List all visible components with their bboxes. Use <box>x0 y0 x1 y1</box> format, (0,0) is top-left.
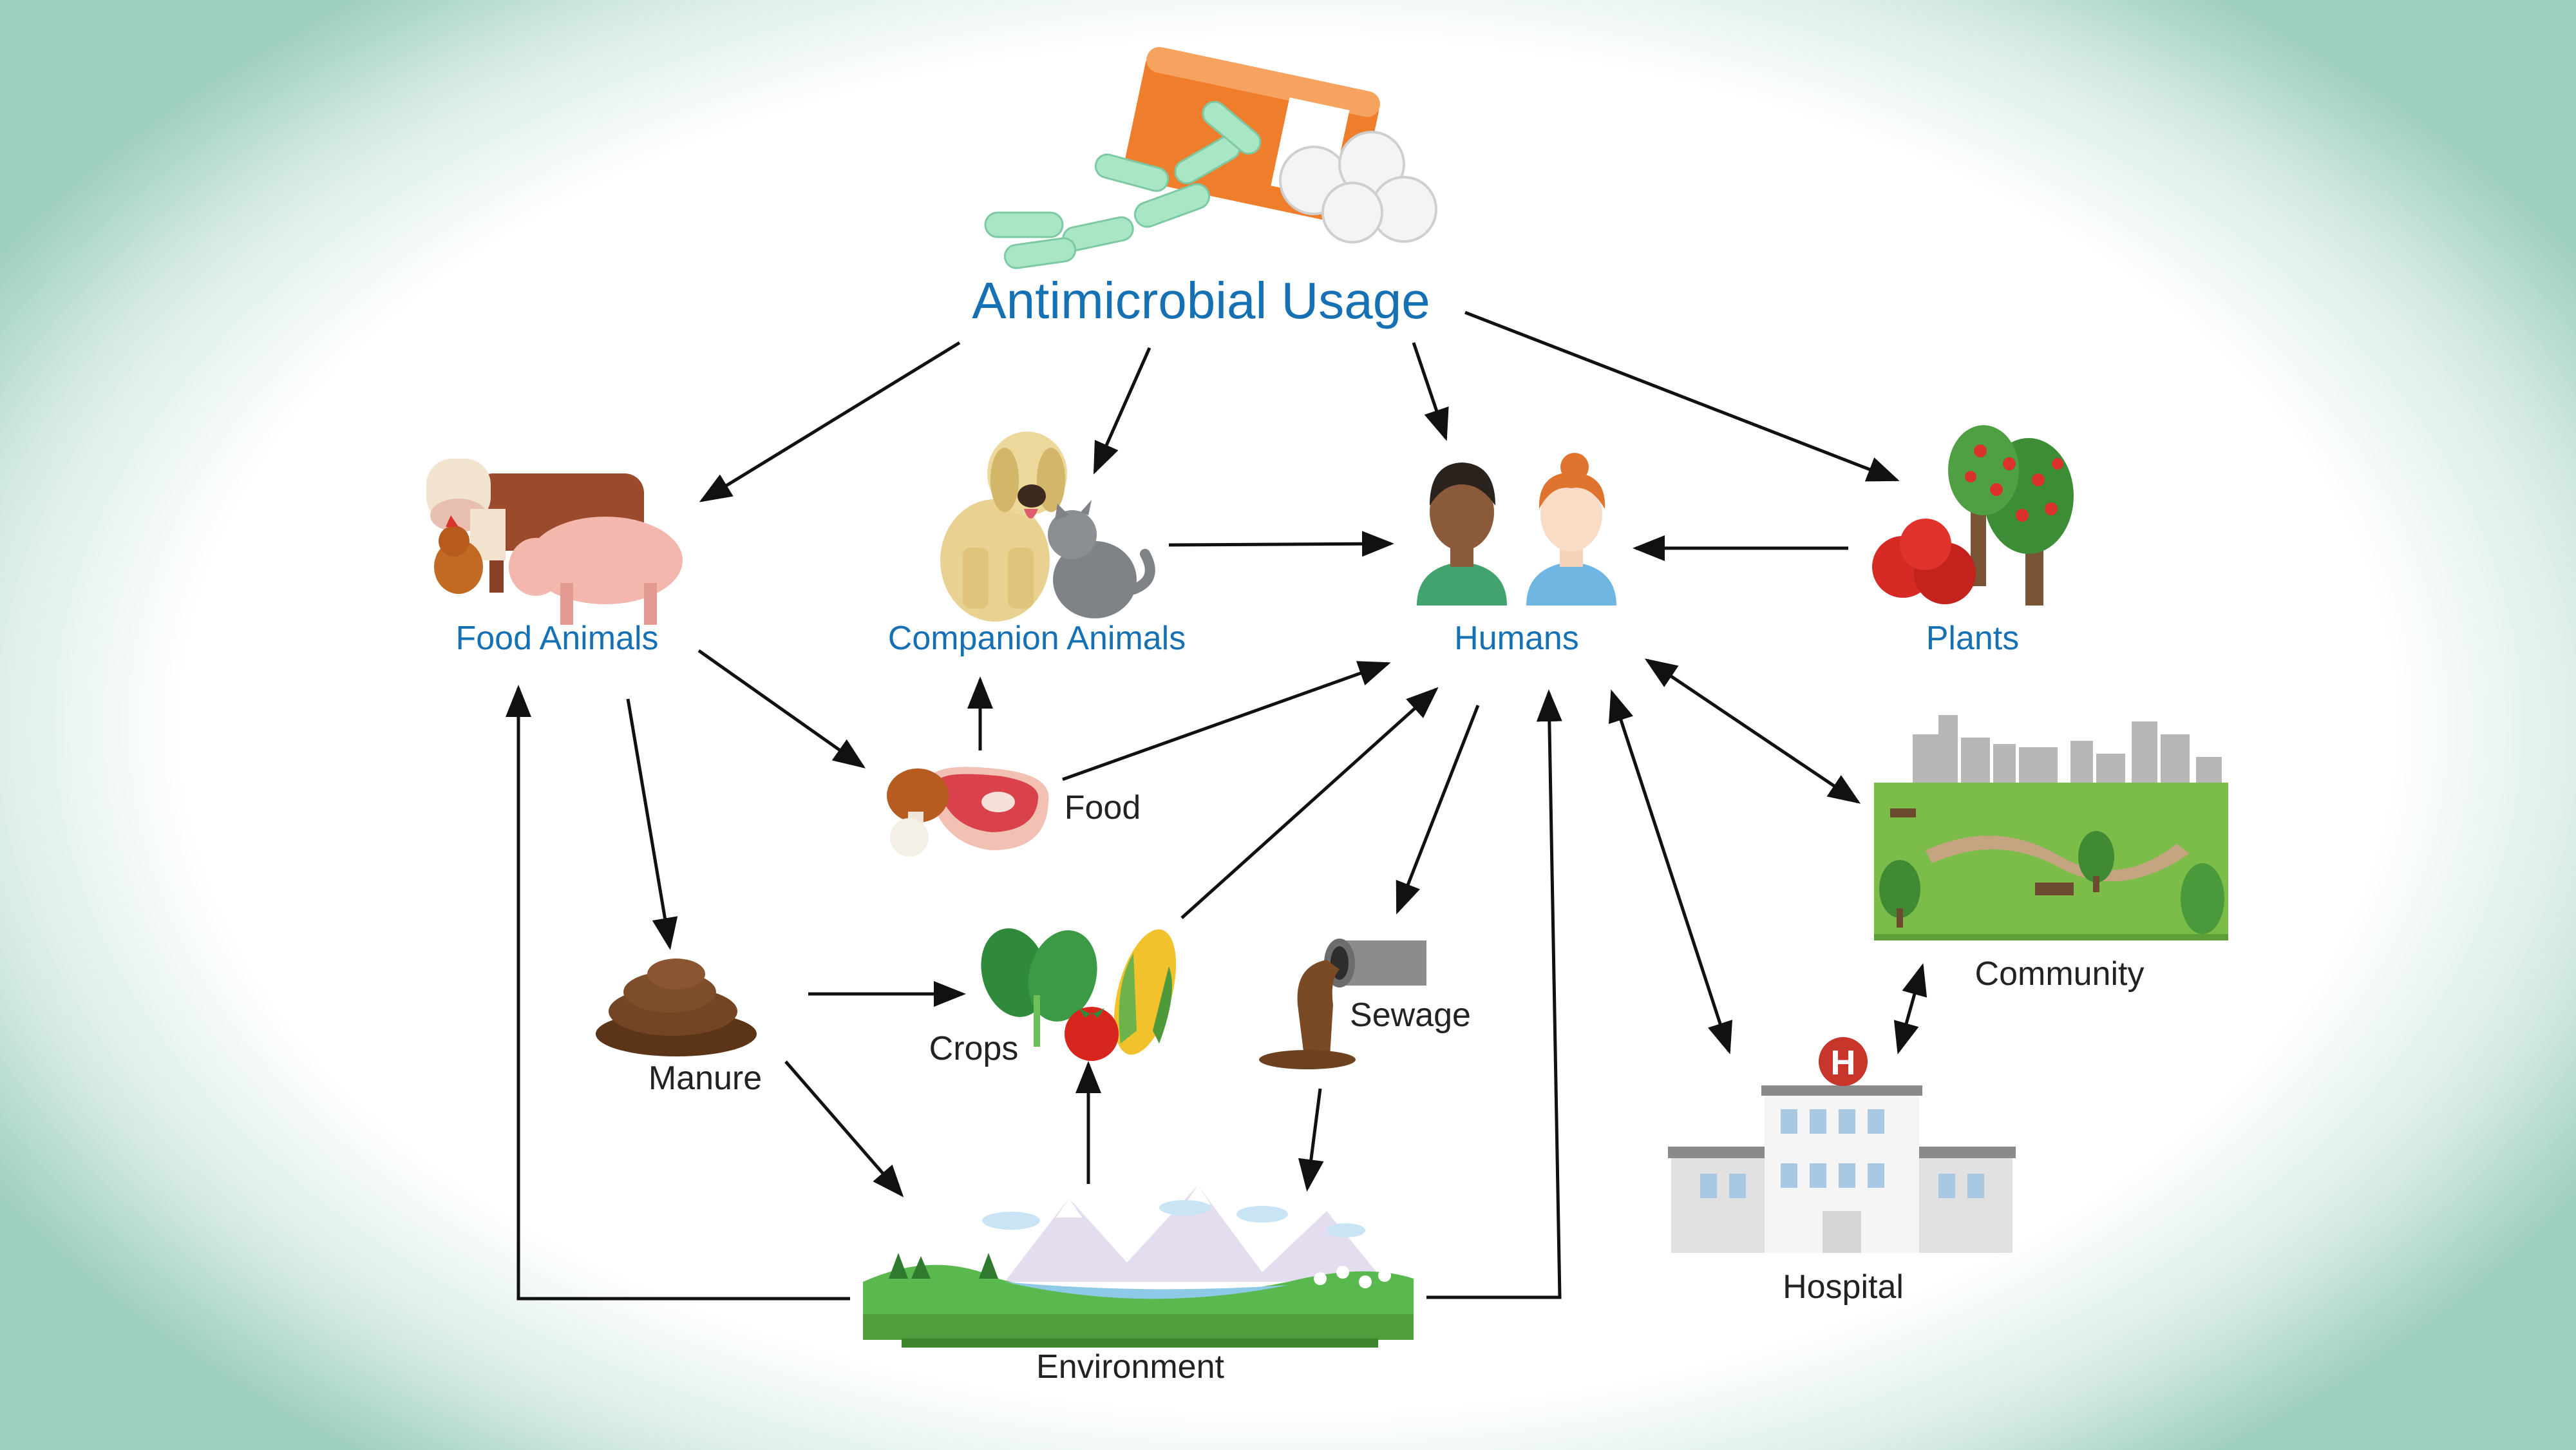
crops-icon <box>981 928 1177 1061</box>
label-food: Food <box>1064 789 1141 826</box>
hospital-icon: H <box>1668 1037 2016 1253</box>
arrow-usage-to-humans <box>1412 342 1449 441</box>
arrow-environment-to-humans <box>1426 689 1562 1299</box>
arrow-usage-to-companion-animals <box>1093 347 1151 475</box>
label-sewage: Sewage <box>1350 997 1471 1034</box>
label-manure: Manure <box>648 1060 762 1097</box>
pill-bottle-icon <box>984 46 1437 269</box>
arrow-humans-hospital <box>1608 689 1733 1054</box>
arrow-food-animals-to-food <box>697 649 866 768</box>
companion-animals-icon <box>940 432 1155 622</box>
arrows <box>506 310 1927 1301</box>
arrow-sewage-to-environment <box>1298 1088 1324 1192</box>
arrow-humans-to-sewage <box>1396 705 1480 915</box>
arrow-food-animals-to-manure <box>626 698 678 950</box>
humans-icon <box>1417 453 1616 606</box>
arrow-food-to-humans <box>1062 661 1391 781</box>
label-environment: Environment <box>1036 1348 1224 1386</box>
sewage-icon <box>1259 939 1426 1069</box>
manure-icon <box>596 959 757 1056</box>
label-hospital: Hospital <box>1783 1268 1904 1306</box>
title-antimicrobial-usage: Antimicrobial Usage <box>972 272 1430 329</box>
arrow-crops-to-humans <box>1180 687 1439 919</box>
label-humans: Humans <box>1454 620 1579 657</box>
label-community: Community <box>1975 955 2145 993</box>
label-plants: Plants <box>1926 620 2020 657</box>
food-animals-icon <box>426 459 683 625</box>
arrow-companion-to-humans <box>1168 531 1394 557</box>
environment-icon <box>863 1185 1414 1348</box>
label-crops: Crops <box>929 1030 1019 1067</box>
label-companion-animals: Companion Animals <box>887 620 1186 657</box>
arrow-usage-to-food-animals <box>699 341 961 502</box>
arrow-manure-to-environment <box>784 1060 904 1197</box>
arrow-environment-to-food-animals <box>506 685 850 1301</box>
plants-icon <box>1872 425 2074 606</box>
community-icon <box>1874 715 2228 940</box>
arrow-hospital-community <box>1893 963 1927 1054</box>
svg-text:H: H <box>1831 1044 1856 1082</box>
arrow-humans-community <box>1644 658 1861 804</box>
arrow-usage-to-plants <box>1464 310 1900 482</box>
food-icon <box>887 767 1049 857</box>
label-food-animals: Food Animals <box>455 620 659 657</box>
